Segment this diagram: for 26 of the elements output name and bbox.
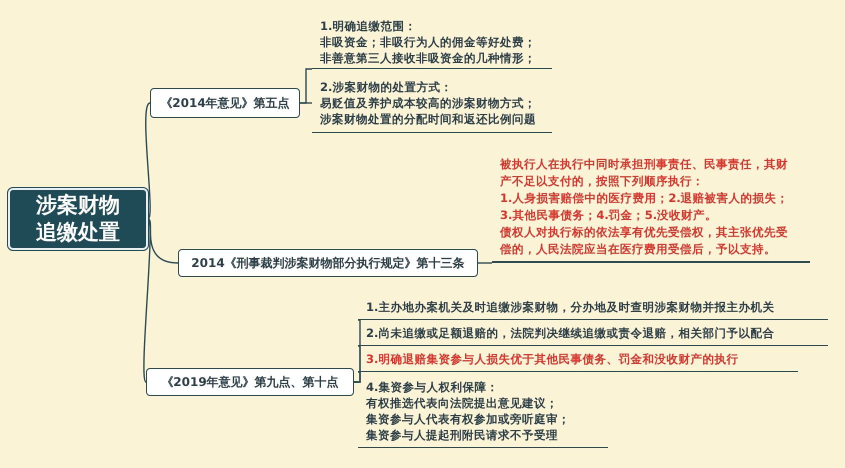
- subtopic-text: 债权人对执行标的依法享有优先受偿权，其主张优先受偿的，人民法院应当在医疗费用受偿后，予以支持。: [500, 224, 789, 258]
- connector-line: [145, 102, 151, 220]
- connector-line: [148, 218, 178, 264]
- subtopic-text: 2.尚未追缴或足额退赔的，法院判决继续追缴或责令退赔，相关部门予以配合: [366, 324, 776, 340]
- subtopic-text: 3.其他民事债务；4.罚金；5.没收财产。: [500, 207, 718, 224]
- subtopic-text: 涉案财物处置的分配时间和返还比例问题: [320, 110, 537, 126]
- subtopic-text: 1.明确追缴范围：: [320, 18, 418, 34]
- subtopic-text: 被执行人在执行中同时承担刑事责任、民事责任，其财产不足以支付的，按照下列顺序执行：: [500, 156, 789, 190]
- connector-line: [478, 262, 492, 264]
- subtopic-text: 2.涉案财物的处置方式：: [320, 78, 454, 94]
- subtopic-text: 1.人身损害赔偿中的医疗费用；2.退赔被害人的损失；: [500, 190, 790, 207]
- subtopic-text: 有权推选代表向法院提出意见建议；: [366, 394, 559, 410]
- subtopic-text: 集资参与人代表有权参加或旁听庭审；: [366, 410, 571, 426]
- topic-box: 《2014年意见》第五点: [150, 88, 300, 118]
- subtopic-text: 易贬值及养护成本较高的涉案财物方式；: [320, 94, 537, 110]
- subtopic-text: 非善意第三人接收非吸资金的几种情形；: [320, 50, 537, 66]
- topic-box: 2014《刑事裁判涉案财物部分执行规定》第十三条: [178, 249, 478, 277]
- topic-box: 《2019年意见》第九点、第十点: [146, 368, 354, 396]
- connector-line: [300, 102, 312, 104]
- subtopic-text: 非吸资金；非吸行为人的佣金等好处费；: [320, 34, 537, 50]
- subtopic-text: 集资参与人提起刑附民请求不予受理: [366, 426, 559, 442]
- subtopic-text: 4.集资参与人权利保障：: [366, 378, 500, 394]
- connector-line: [143, 218, 151, 382]
- subtopic-text: 1.主办地办案机关及时追缴涉案财物，分办地及时查明涉案财物并报主办机关: [366, 298, 776, 314]
- central-topic: 涉案财物追缴处置: [8, 188, 148, 250]
- subtopic-text: 3.明确退赔集资参与人损失优于其他民事债务、罚金和没收财产的执行: [366, 350, 740, 366]
